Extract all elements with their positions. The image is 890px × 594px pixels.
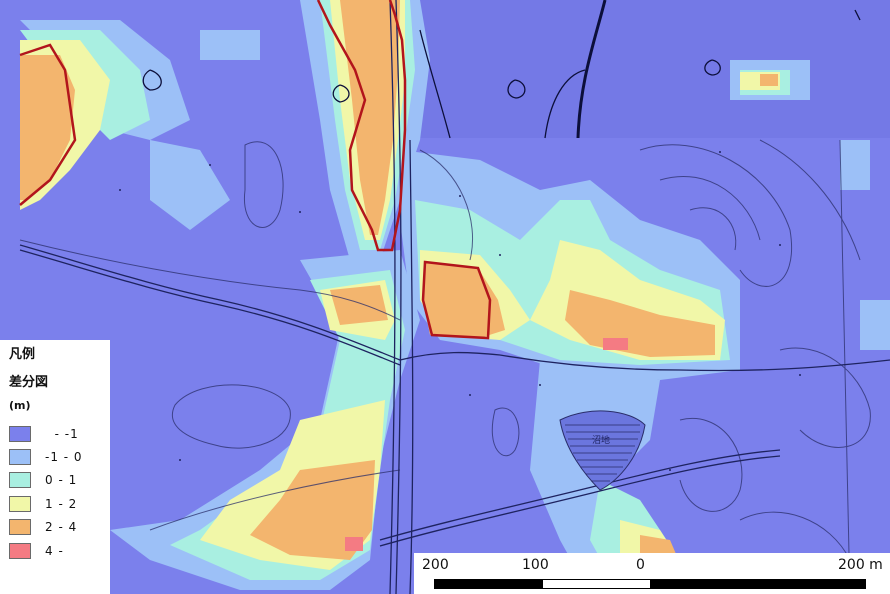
zone-2-4 xyxy=(20,0,778,594)
scale-label-200-left: 200 xyxy=(422,557,449,573)
spot-elevations xyxy=(119,151,801,471)
contour-lines xyxy=(19,139,871,594)
scale-seg-white xyxy=(542,580,650,588)
legend-item: 2 - 4 xyxy=(9,516,110,539)
legend-swatch xyxy=(9,495,31,512)
legend-item: 0 - 1 xyxy=(9,469,110,492)
scale-seg-black-1 xyxy=(435,580,543,588)
legend-title: 凡例 xyxy=(9,347,36,362)
legend-label: - -1 xyxy=(45,426,79,441)
legend-label: -1 - 0 xyxy=(45,450,83,465)
scale-bar: 200 100 0 200 m xyxy=(414,553,890,594)
map-legend: 凡例 差分図 (m) - -1 -1 - 0 0 - 1 1 - 2 2 - 4 4 - xyxy=(0,340,110,594)
legend-item: - -1 xyxy=(9,422,110,445)
legend-swatch xyxy=(9,449,31,466)
legend-item: -1 - 0 xyxy=(9,445,110,468)
legend-label: 1 - 2 xyxy=(45,496,78,511)
legend-item: 4 - xyxy=(9,539,110,562)
legend-item: 1 - 2 xyxy=(9,492,110,515)
scale-label-100: 100 xyxy=(522,557,549,573)
legend-swatch xyxy=(9,472,31,489)
boundary-outlines xyxy=(19,0,492,340)
upper-scan-area xyxy=(410,0,890,138)
scale-label-200-right: 200 m xyxy=(838,557,883,573)
legend-swatch xyxy=(9,542,31,559)
legend-unit: (m) xyxy=(9,399,31,412)
scale-seg-black-2 xyxy=(650,580,865,588)
legend-subtitle: 差分図 xyxy=(9,375,49,390)
legend-label: 2 - 4 xyxy=(45,520,78,535)
legend-label: 4 - xyxy=(45,543,64,558)
scale-label-0: 0 xyxy=(636,557,645,573)
legend-items: - -1 -1 - 0 0 - 1 1 - 2 2 - 4 4 - xyxy=(9,422,110,562)
legend-label: 0 - 1 xyxy=(45,473,78,488)
legend-swatch xyxy=(9,519,31,536)
upper-road xyxy=(576,0,607,139)
scale-bar-graphic xyxy=(434,579,866,589)
marsh-label: 沼地 xyxy=(592,434,610,446)
zone-4-plus xyxy=(345,338,628,551)
upper-scan-lines xyxy=(142,9,861,139)
marsh-area: 沼地 xyxy=(559,410,646,491)
legend-swatch xyxy=(9,425,31,442)
